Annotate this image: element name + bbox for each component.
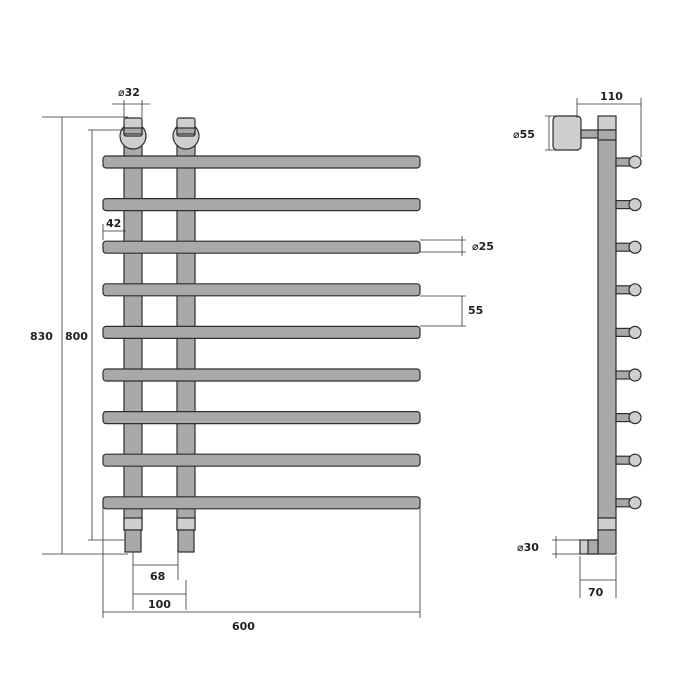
side-bar-end-cap — [628, 368, 642, 382]
bar-diameter-label: ⌀25 — [472, 240, 494, 253]
side-bar-end-cap — [628, 283, 642, 297]
bottom-right-connector — [176, 517, 196, 553]
horizontal-bar — [102, 453, 421, 467]
side-bar-end-cap — [628, 155, 642, 169]
bottom-left-connector — [123, 517, 143, 553]
horizontal-bar — [102, 155, 421, 169]
side-vertical-pipe — [597, 139, 617, 519]
bar-spacing-label: 42 — [106, 217, 121, 230]
side-view — [552, 115, 642, 555]
horizontal-bar — [102, 198, 421, 212]
side-bar-stubs — [615, 155, 642, 510]
horizontal-bar — [102, 496, 421, 510]
bar-pitch-label: 55 — [468, 304, 483, 317]
side-bar-end-cap — [628, 411, 642, 425]
horizontal-bars — [102, 155, 421, 510]
side-bar-end-cap — [628, 496, 642, 510]
bottom-depth-label: 70 — [588, 586, 604, 599]
top-right-wall-mount — [172, 117, 200, 150]
side-bar-end-cap — [628, 325, 642, 339]
horizontal-bar — [102, 411, 421, 425]
connection-inner-label: 68 — [150, 570, 165, 583]
top-flange — [552, 115, 582, 151]
horizontal-bar — [102, 325, 421, 339]
total-width-label: 600 — [232, 620, 255, 633]
horizontal-bar — [102, 240, 421, 254]
side-bar-end-cap — [628, 453, 642, 467]
pipe-diameter-label: ⌀32 — [118, 86, 140, 99]
pipe-height-label: 800 — [65, 330, 88, 343]
horizontal-bar — [102, 368, 421, 382]
top-left-wall-mount — [119, 117, 147, 150]
side-bar-end-cap — [628, 240, 642, 254]
side-dimensions: 110 ⌀55 ⌀30 70 — [513, 90, 642, 599]
side-bar-end-cap — [628, 198, 642, 212]
front-view — [102, 117, 421, 553]
front-dimensions: ⌀32 830 800 42 ⌀25 55 68 — [30, 86, 494, 633]
connection-axis-label: 100 — [148, 598, 171, 611]
flange-diameter-label: ⌀55 — [513, 128, 535, 141]
horizontal-bar — [102, 283, 421, 297]
side-depth-label: 110 — [600, 90, 623, 103]
total-height-label: 830 — [30, 330, 53, 343]
bottom-connector-diameter-label: ⌀30 — [517, 541, 539, 554]
